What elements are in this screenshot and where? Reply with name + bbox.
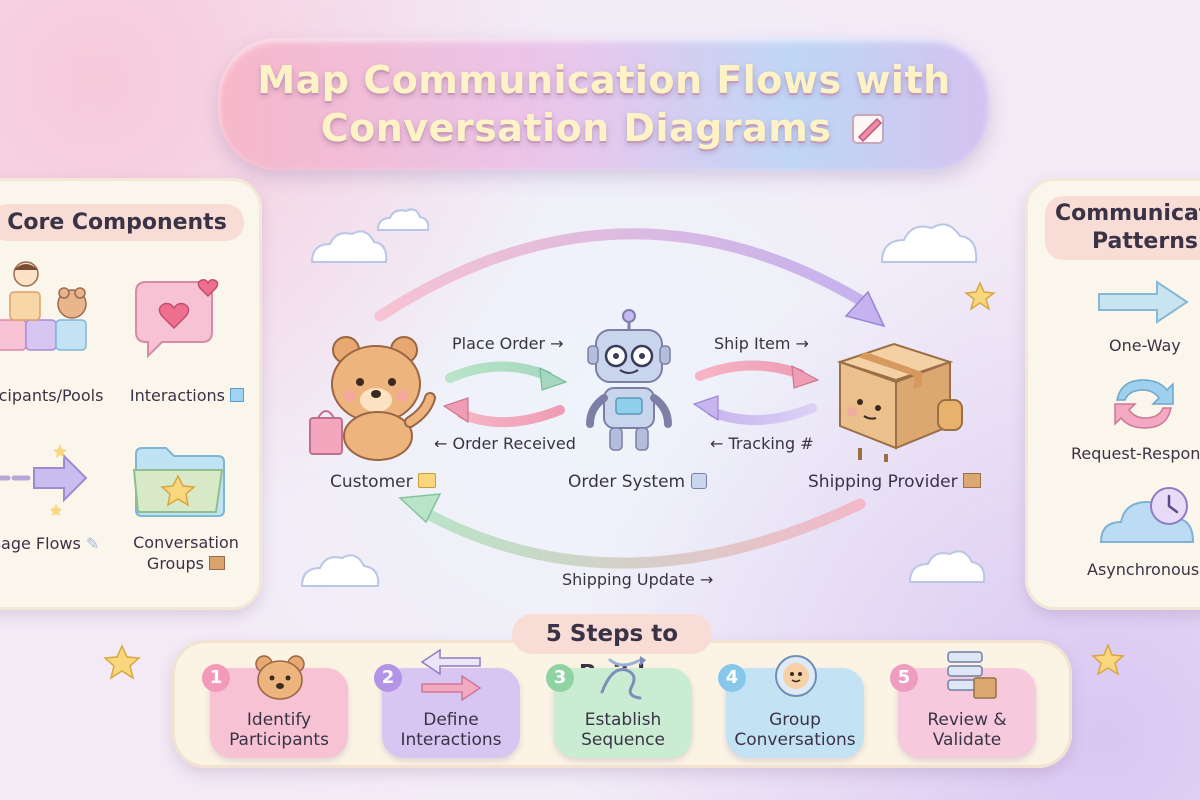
star-icon xyxy=(1091,642,1125,676)
shipping-provider-label: Shipping Provider xyxy=(808,472,981,492)
two-way-arrows-icon xyxy=(420,648,482,702)
dashed-arrow-icon xyxy=(0,444,88,516)
tracking-label: ← Tracking # xyxy=(710,434,814,453)
cycle-arrows-icon xyxy=(1114,379,1174,429)
shipping-update-label: Shipping Update → xyxy=(562,570,714,589)
bear-icon xyxy=(309,336,436,461)
top-arc-arrowhead xyxy=(844,290,886,328)
ship-item-arrow xyxy=(695,360,805,381)
robot-small-icon xyxy=(690,473,707,489)
core-components-heading: Core Components xyxy=(0,204,244,241)
participants-label: Participants/Pools xyxy=(0,386,104,405)
one-way-label: One-Way xyxy=(1109,336,1181,355)
participants-blocks-icon xyxy=(0,261,87,351)
star-icon xyxy=(103,644,141,680)
communication-patterns-panel: Communication Patterns One-Way Request-R… xyxy=(1025,178,1200,610)
message-flows-label: Message Flows ✎ xyxy=(0,534,100,553)
robot-icon xyxy=(586,309,672,451)
title-line-1: Map Communication Flows with xyxy=(257,58,951,102)
cloud-icon xyxy=(908,550,986,583)
step-card-2 xyxy=(382,668,520,758)
order-received-label: ← Order Received xyxy=(434,434,576,453)
step-label-5: Review & Validate xyxy=(927,710,1007,750)
basket-small-icon xyxy=(417,473,436,488)
one-way-arrow-icon xyxy=(1098,280,1189,324)
top-arc-arrow xyxy=(374,228,866,322)
step-label-3: Establish Sequence xyxy=(581,710,665,750)
request-response-label: Request-Response xyxy=(1071,444,1200,463)
cloud-clock-icon xyxy=(1099,487,1195,543)
heart-speech-bubble-icon xyxy=(135,279,219,359)
step-number-5: 5 xyxy=(890,664,918,692)
star-icon xyxy=(964,281,996,311)
step-label-1: Identify Participants xyxy=(229,710,329,750)
bottom-arc-arrowhead xyxy=(398,493,442,524)
order-system-label: Order System xyxy=(568,472,707,492)
box-icon xyxy=(836,342,963,462)
ship-item-arrowhead xyxy=(791,364,820,389)
pencil-small-icon: ✎ xyxy=(85,534,100,553)
step-number-3: 3 xyxy=(546,664,574,692)
cloud-icon xyxy=(376,208,430,231)
conversation-groups-label: Conversation Groups xyxy=(133,533,239,573)
step-number-1: 1 xyxy=(202,664,230,692)
group-bubble-icon xyxy=(775,655,817,697)
star-folder-icon xyxy=(132,447,225,517)
tracking-arrowhead xyxy=(692,395,719,422)
cloud-icon xyxy=(310,230,388,263)
step-number-4: 4 xyxy=(718,664,746,692)
tracking-arrow xyxy=(707,403,817,426)
place-order-arrow xyxy=(445,361,553,383)
cloud-icon xyxy=(300,554,380,587)
step-label-2: Define Interactions xyxy=(400,710,502,750)
step-label-4: Group Conversations xyxy=(734,710,856,750)
bear-face-icon xyxy=(255,655,305,700)
core-components-panel: Core Components Participants/Pools Inter… xyxy=(0,178,262,610)
order-received-arrowhead xyxy=(442,397,469,424)
patterns-heading: Communication Patterns xyxy=(1045,196,1200,260)
sequence-swirl-icon xyxy=(600,656,646,700)
checklist-box-icon xyxy=(947,651,997,699)
place-order-label: Place Order → xyxy=(452,334,564,353)
box-small-icon xyxy=(962,473,981,488)
box-small-icon xyxy=(209,556,226,570)
title-line-2: Conversation Diagrams xyxy=(321,104,887,152)
cloud-icon xyxy=(880,223,978,263)
interactions-label: Interactions xyxy=(112,386,262,405)
ship-item-label: Ship Item → xyxy=(714,334,809,353)
order-received-arrow xyxy=(457,405,565,428)
asynchronous-label: Asynchronous xyxy=(1087,560,1200,579)
step-card-3 xyxy=(554,668,692,758)
step-number-2: 2 xyxy=(374,664,402,692)
square-icon xyxy=(230,388,245,402)
steps-heading: 5 Steps to Build xyxy=(512,614,712,687)
place-order-arrowhead xyxy=(539,366,568,391)
customer-label: Customer xyxy=(330,472,436,492)
title-banner: Map Communication Flows with Conversatio… xyxy=(218,38,990,170)
pencil-icon xyxy=(852,114,885,144)
bottom-arc-arrow xyxy=(418,498,866,569)
